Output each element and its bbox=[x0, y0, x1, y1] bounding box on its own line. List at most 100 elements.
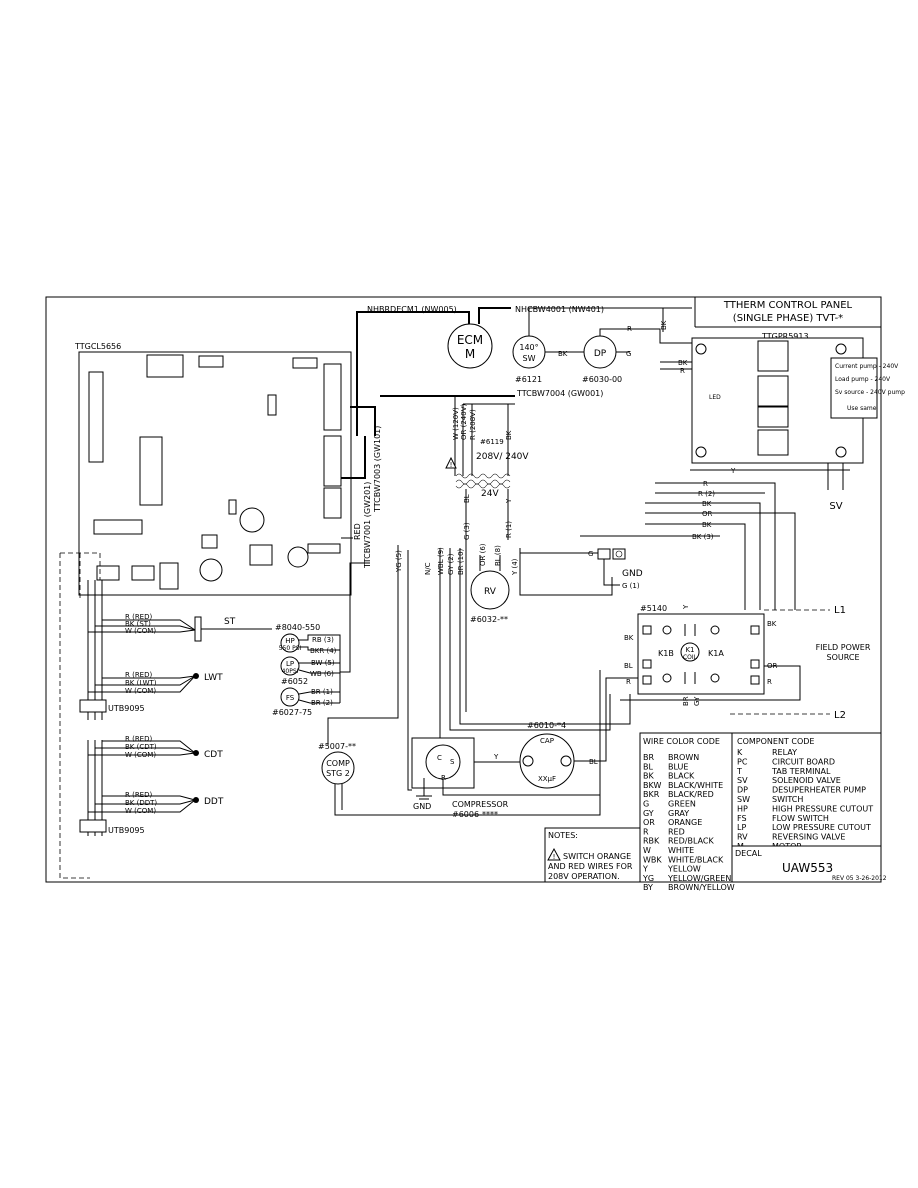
contactor-bl-left: BL bbox=[624, 662, 633, 670]
hp-part: #8040-550 bbox=[275, 623, 320, 632]
ecm-label: ECM bbox=[457, 333, 483, 347]
wire-color-code: RBK bbox=[643, 837, 660, 846]
notes-line-3: 208V OPERATION. bbox=[548, 872, 620, 881]
ddt-label: DDT bbox=[204, 797, 224, 807]
component-code: FS bbox=[737, 814, 747, 823]
wire-color-code: OR bbox=[643, 818, 655, 827]
relay-board-note-1: Current pump - 240V bbox=[835, 363, 899, 370]
bus-label-bk-2: BK bbox=[702, 521, 712, 529]
l1-label: L1 bbox=[834, 605, 846, 616]
ground-wire-g: G bbox=[588, 550, 593, 558]
cap-part: #6010-*4 bbox=[527, 721, 566, 730]
wire-label-ttcbw7004: TTCBW7004 (GW001) bbox=[516, 389, 603, 398]
fs-label: FS bbox=[286, 694, 295, 702]
wire-label-gy2: GY (2) bbox=[447, 553, 455, 575]
wire-color-code: GY bbox=[643, 809, 654, 818]
component-name: FLOW SWITCH bbox=[772, 814, 829, 823]
transformer: #6119 208V/ 240V 24V W (120V) OR (240V) … bbox=[452, 396, 529, 560]
wire-label-nc: N/C bbox=[424, 562, 432, 575]
wire-color-code: BKR bbox=[643, 790, 660, 799]
component-name: TAB TERMINAL bbox=[771, 767, 831, 776]
transformer-primary: 208V/ 240V bbox=[476, 452, 529, 462]
wire-color-code: G bbox=[643, 800, 649, 809]
wire-label-bk-relay-top: BK bbox=[660, 320, 668, 330]
component-name: HIGH PRESSURE CUTOUT bbox=[772, 804, 873, 813]
lp-lead-1: BW (5) bbox=[311, 659, 335, 667]
gnd-label: GND bbox=[413, 802, 431, 811]
decal-box: DECAL UAW553 REV 05 3-26-2012 bbox=[731, 845, 887, 883]
l2-label: L2 bbox=[834, 710, 846, 721]
ground-label-top: GND bbox=[622, 569, 643, 579]
main-board-label: TTGCL5656 bbox=[74, 342, 121, 351]
lp-lead-2: WB (6) bbox=[310, 670, 334, 678]
wire-color-code: BKW bbox=[643, 781, 661, 790]
relay-board-label: TTGPR5913 bbox=[761, 332, 809, 341]
wire-label-or6: OR (6) bbox=[479, 543, 487, 566]
compressor-wire-y: Y bbox=[493, 753, 499, 761]
bus-label-or: OR bbox=[702, 510, 713, 518]
transformer-r-label: R (208V) bbox=[469, 409, 477, 440]
hp-label: HP bbox=[285, 637, 295, 645]
dp-part-number: #6030-00 bbox=[582, 375, 622, 384]
component-name: DESUPERHEATER PUMP bbox=[772, 786, 866, 795]
component-code: T bbox=[736, 767, 742, 776]
contactor-part: #5140 bbox=[640, 604, 667, 613]
rv-part-number: #6032-** bbox=[470, 615, 508, 624]
wire-label-wbl9: WBL (9) bbox=[437, 547, 445, 575]
k1a-label: K1A bbox=[708, 649, 724, 658]
decal-label: DECAL bbox=[735, 849, 762, 858]
ddt-lead-2: BK (DDT) bbox=[125, 799, 157, 807]
hp-lead-1: RB (3) bbox=[312, 636, 334, 644]
lwt-lead-1: R (RED) bbox=[125, 671, 152, 679]
bus-label-bk3: BK (3) bbox=[692, 533, 714, 541]
compressor-c: C bbox=[437, 754, 442, 762]
bus-label-y: Y bbox=[730, 467, 736, 475]
warning-triangle-transformer: ! bbox=[445, 456, 457, 469]
field-power-label-1: FIELD POWER bbox=[816, 643, 871, 652]
contactor-bk-right: BK bbox=[767, 620, 777, 628]
st-lead-3: W (COM) bbox=[125, 627, 156, 635]
bus-label-bk-1: BK bbox=[702, 500, 712, 508]
compressor-s: S bbox=[450, 758, 455, 766]
wire-color-code: YG bbox=[642, 874, 654, 883]
contactor: #5140 K1 COIL K1B K1A BK BL R BK OR R Y … bbox=[624, 604, 778, 706]
wire-label-nhcbw4001: NHCBW4001 (NW401) bbox=[515, 305, 604, 314]
contactor-gy-bottom: GY bbox=[693, 696, 701, 706]
sw-label: SW bbox=[523, 354, 536, 363]
transformer-bk-label: BK bbox=[505, 430, 513, 440]
cdt-lead-3: W (COM) bbox=[125, 751, 156, 759]
component-code: SW bbox=[737, 795, 750, 804]
st-label: ST bbox=[224, 617, 236, 627]
wire-color-name: BROWN/YELLOW bbox=[668, 883, 735, 892]
fs-lead-2: BR (2) bbox=[311, 699, 333, 707]
rv-label: RV bbox=[484, 587, 497, 597]
top-wiring bbox=[341, 307, 693, 539]
wire-color-name: GRAY bbox=[668, 809, 689, 818]
capacitor: CAP XXµF #6010-*4 BL bbox=[519, 677, 638, 789]
hp-lead-2: BKR (4) bbox=[310, 647, 337, 655]
wire-label-g3: G (3) bbox=[463, 522, 471, 540]
component-code: SV bbox=[737, 776, 748, 785]
warning-mark-transformer: ! bbox=[450, 461, 453, 469]
comp-stg2-line1: COMP bbox=[326, 759, 350, 768]
contactor-bk-left-1: BK bbox=[624, 634, 634, 642]
thermal-switch: 140° SW #6121 bbox=[512, 335, 546, 384]
relay-board-note-2: Load pump - 240V bbox=[835, 376, 891, 383]
wire-label-bl8: BL (8) bbox=[494, 545, 502, 566]
component-name: SOLENOID VALVE bbox=[772, 776, 841, 785]
relay-board-note-5: Use same bbox=[847, 405, 877, 412]
lwt-lead-2: BK (LWT) bbox=[125, 679, 157, 687]
notes-heading: NOTES: bbox=[548, 831, 578, 840]
wire-label-r-relay: R bbox=[680, 367, 685, 375]
comp-stg2-line2: STG 2 bbox=[326, 769, 350, 778]
wire-label-y4: Y (4) bbox=[511, 558, 519, 576]
transformer-or-label: OR (240V) bbox=[460, 404, 468, 440]
contactor-y-top: Y bbox=[682, 604, 690, 610]
component-code: PC bbox=[737, 757, 748, 766]
fs-lead-1: BR (1) bbox=[311, 688, 333, 696]
sw-temp-label: 140° bbox=[519, 343, 538, 352]
wire-color-name: ORANGE bbox=[668, 818, 702, 827]
